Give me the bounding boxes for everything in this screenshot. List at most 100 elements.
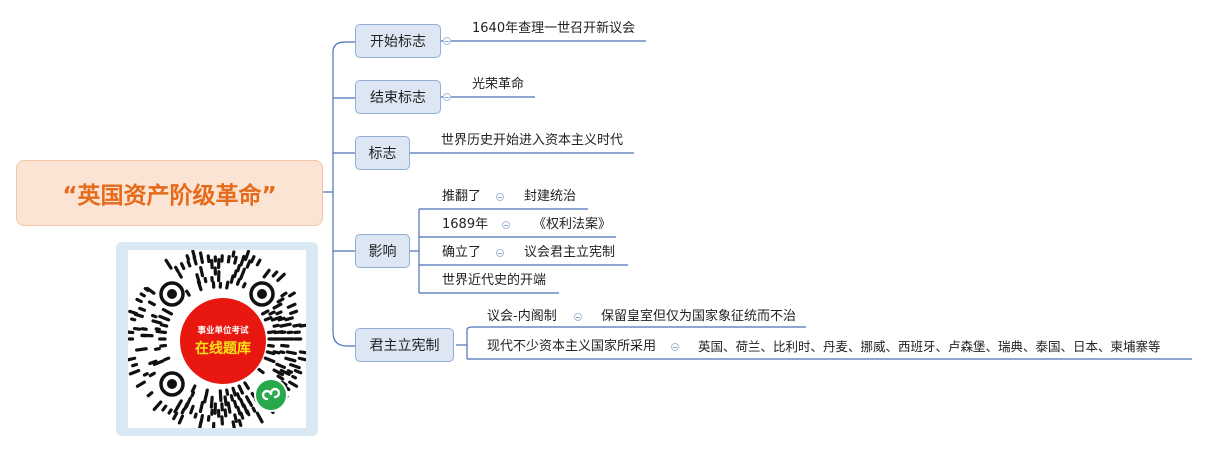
- qr-dot: [130, 317, 137, 322]
- qr-dot: [268, 310, 276, 316]
- qr-dot: [139, 292, 146, 298]
- qr-dot: [279, 322, 292, 328]
- qr-dot: [199, 265, 205, 278]
- root-topic-label: “英国资产阶级革命”: [62, 183, 277, 209]
- qr-dot: [206, 254, 211, 264]
- qr-dot: [177, 271, 183, 279]
- qr-dot: [191, 250, 197, 260]
- qr-dot: [245, 395, 251, 404]
- collapse-icon[interactable]: [496, 249, 504, 257]
- qr-dot: [152, 359, 165, 367]
- collapse-icon[interactable]: [574, 313, 582, 321]
- qr-dot: [203, 394, 208, 404]
- qr-dot: [135, 297, 143, 304]
- qr-dot: [180, 407, 186, 415]
- monarchy-underline-1: [466, 326, 806, 331]
- collapse-icon[interactable]: [443, 93, 451, 101]
- topic-monarchy[interactable]: 君主立宪制: [355, 328, 454, 362]
- qr-dot: [223, 395, 228, 407]
- qr-dot: [289, 363, 301, 370]
- qr-dot: [279, 350, 286, 355]
- qr-dot: [298, 350, 306, 355]
- qr-dot: [235, 277, 241, 286]
- collapse-icon[interactable]: [502, 221, 510, 229]
- qr-dot: [167, 408, 173, 415]
- qr-dot: [229, 394, 235, 402]
- qr-dot: [279, 368, 291, 376]
- qr-dot: [286, 369, 294, 374]
- collapse-icon[interactable]: [443, 37, 451, 45]
- qr-dot: [235, 392, 241, 401]
- qr-dot: [158, 314, 171, 322]
- qr-dot: [266, 343, 275, 348]
- qr-dot: [164, 258, 173, 270]
- monarchy-item-1: 议会-内阁制: [487, 309, 557, 324]
- topic-impact[interactable]: 影响: [355, 234, 410, 268]
- qr-dot: [226, 401, 232, 414]
- qr-line1: 事业单位考试: [197, 325, 249, 336]
- qr-dot: [245, 409, 251, 417]
- qr-dot: [233, 269, 238, 279]
- qr-dot: [280, 291, 288, 298]
- qr-dot: [257, 367, 265, 375]
- qr-finder-dot: [167, 289, 177, 299]
- qr-dot: [159, 323, 169, 328]
- collapse-icon[interactable]: [671, 343, 679, 351]
- qr-finder-ring: [159, 281, 185, 307]
- qr-dot: [284, 356, 297, 363]
- qr-dot: [288, 380, 299, 388]
- qr-finder-dot: [167, 379, 177, 389]
- qr-dot: [243, 381, 250, 390]
- qr-dot: [225, 280, 230, 290]
- qr-dot: [190, 390, 196, 398]
- qr-dot: [266, 330, 277, 335]
- qr-center-badge: 事业单位考试 在线题库: [180, 298, 266, 384]
- impact-item-3-child: 议会君主立宪制: [524, 245, 616, 260]
- qr-dot: [298, 323, 306, 328]
- qr-dot: [189, 404, 195, 415]
- collapse-icon[interactable]: [496, 193, 504, 201]
- qr-dot: [263, 356, 276, 364]
- qr-dot: [241, 282, 247, 289]
- impact-item-3: 确立了: [442, 245, 482, 260]
- qr-dot: [271, 270, 279, 278]
- impact-item-2-child: 《权利法案》: [533, 217, 612, 232]
- topic-start[interactable]: 开始标志: [355, 24, 441, 58]
- qr-dot: [263, 316, 273, 322]
- qr-dot: [262, 268, 271, 279]
- qr-dot: [198, 251, 204, 264]
- qr-dot: [153, 347, 161, 351]
- qr-dot: [233, 255, 238, 265]
- qr-dot: [275, 310, 283, 316]
- branch-start: [332, 41, 355, 53]
- qr-dot: [276, 374, 285, 381]
- impact-item-1-child: 封建统治: [524, 189, 577, 204]
- monarchy-item-2: 现代不少资本主义国家所采用: [487, 339, 657, 354]
- qr-dot: [146, 391, 154, 398]
- qr-dot: [225, 388, 230, 396]
- qr-dot: [245, 259, 252, 269]
- qr-dot: [239, 267, 246, 281]
- qr-dot: [198, 420, 203, 428]
- qr-dot: [128, 356, 137, 362]
- qr-dot: [255, 411, 264, 424]
- qr-dot: [140, 327, 148, 331]
- qr-dot: [151, 319, 163, 325]
- qr-line2: 在线题库: [195, 340, 251, 357]
- qr-dot: [179, 262, 186, 271]
- qr-dot: [251, 406, 257, 413]
- qr-dot: [250, 392, 256, 399]
- mark-item: 世界历史开始进入资本主义时代: [441, 133, 624, 148]
- qr-dot: [243, 250, 251, 262]
- qr-dot: [291, 374, 298, 380]
- topic-mark[interactable]: 标志: [355, 136, 410, 170]
- qr-dot: [260, 309, 270, 316]
- qr-dot: [143, 286, 150, 292]
- root-topic[interactable]: “英国资产阶级革命”: [16, 160, 323, 226]
- topic-start-label: 开始标志: [370, 34, 426, 50]
- qr-dot: [177, 414, 185, 425]
- topic-end[interactable]: 结束标志: [355, 80, 441, 114]
- qr-dot: [148, 371, 156, 378]
- qr-dot: [231, 420, 236, 428]
